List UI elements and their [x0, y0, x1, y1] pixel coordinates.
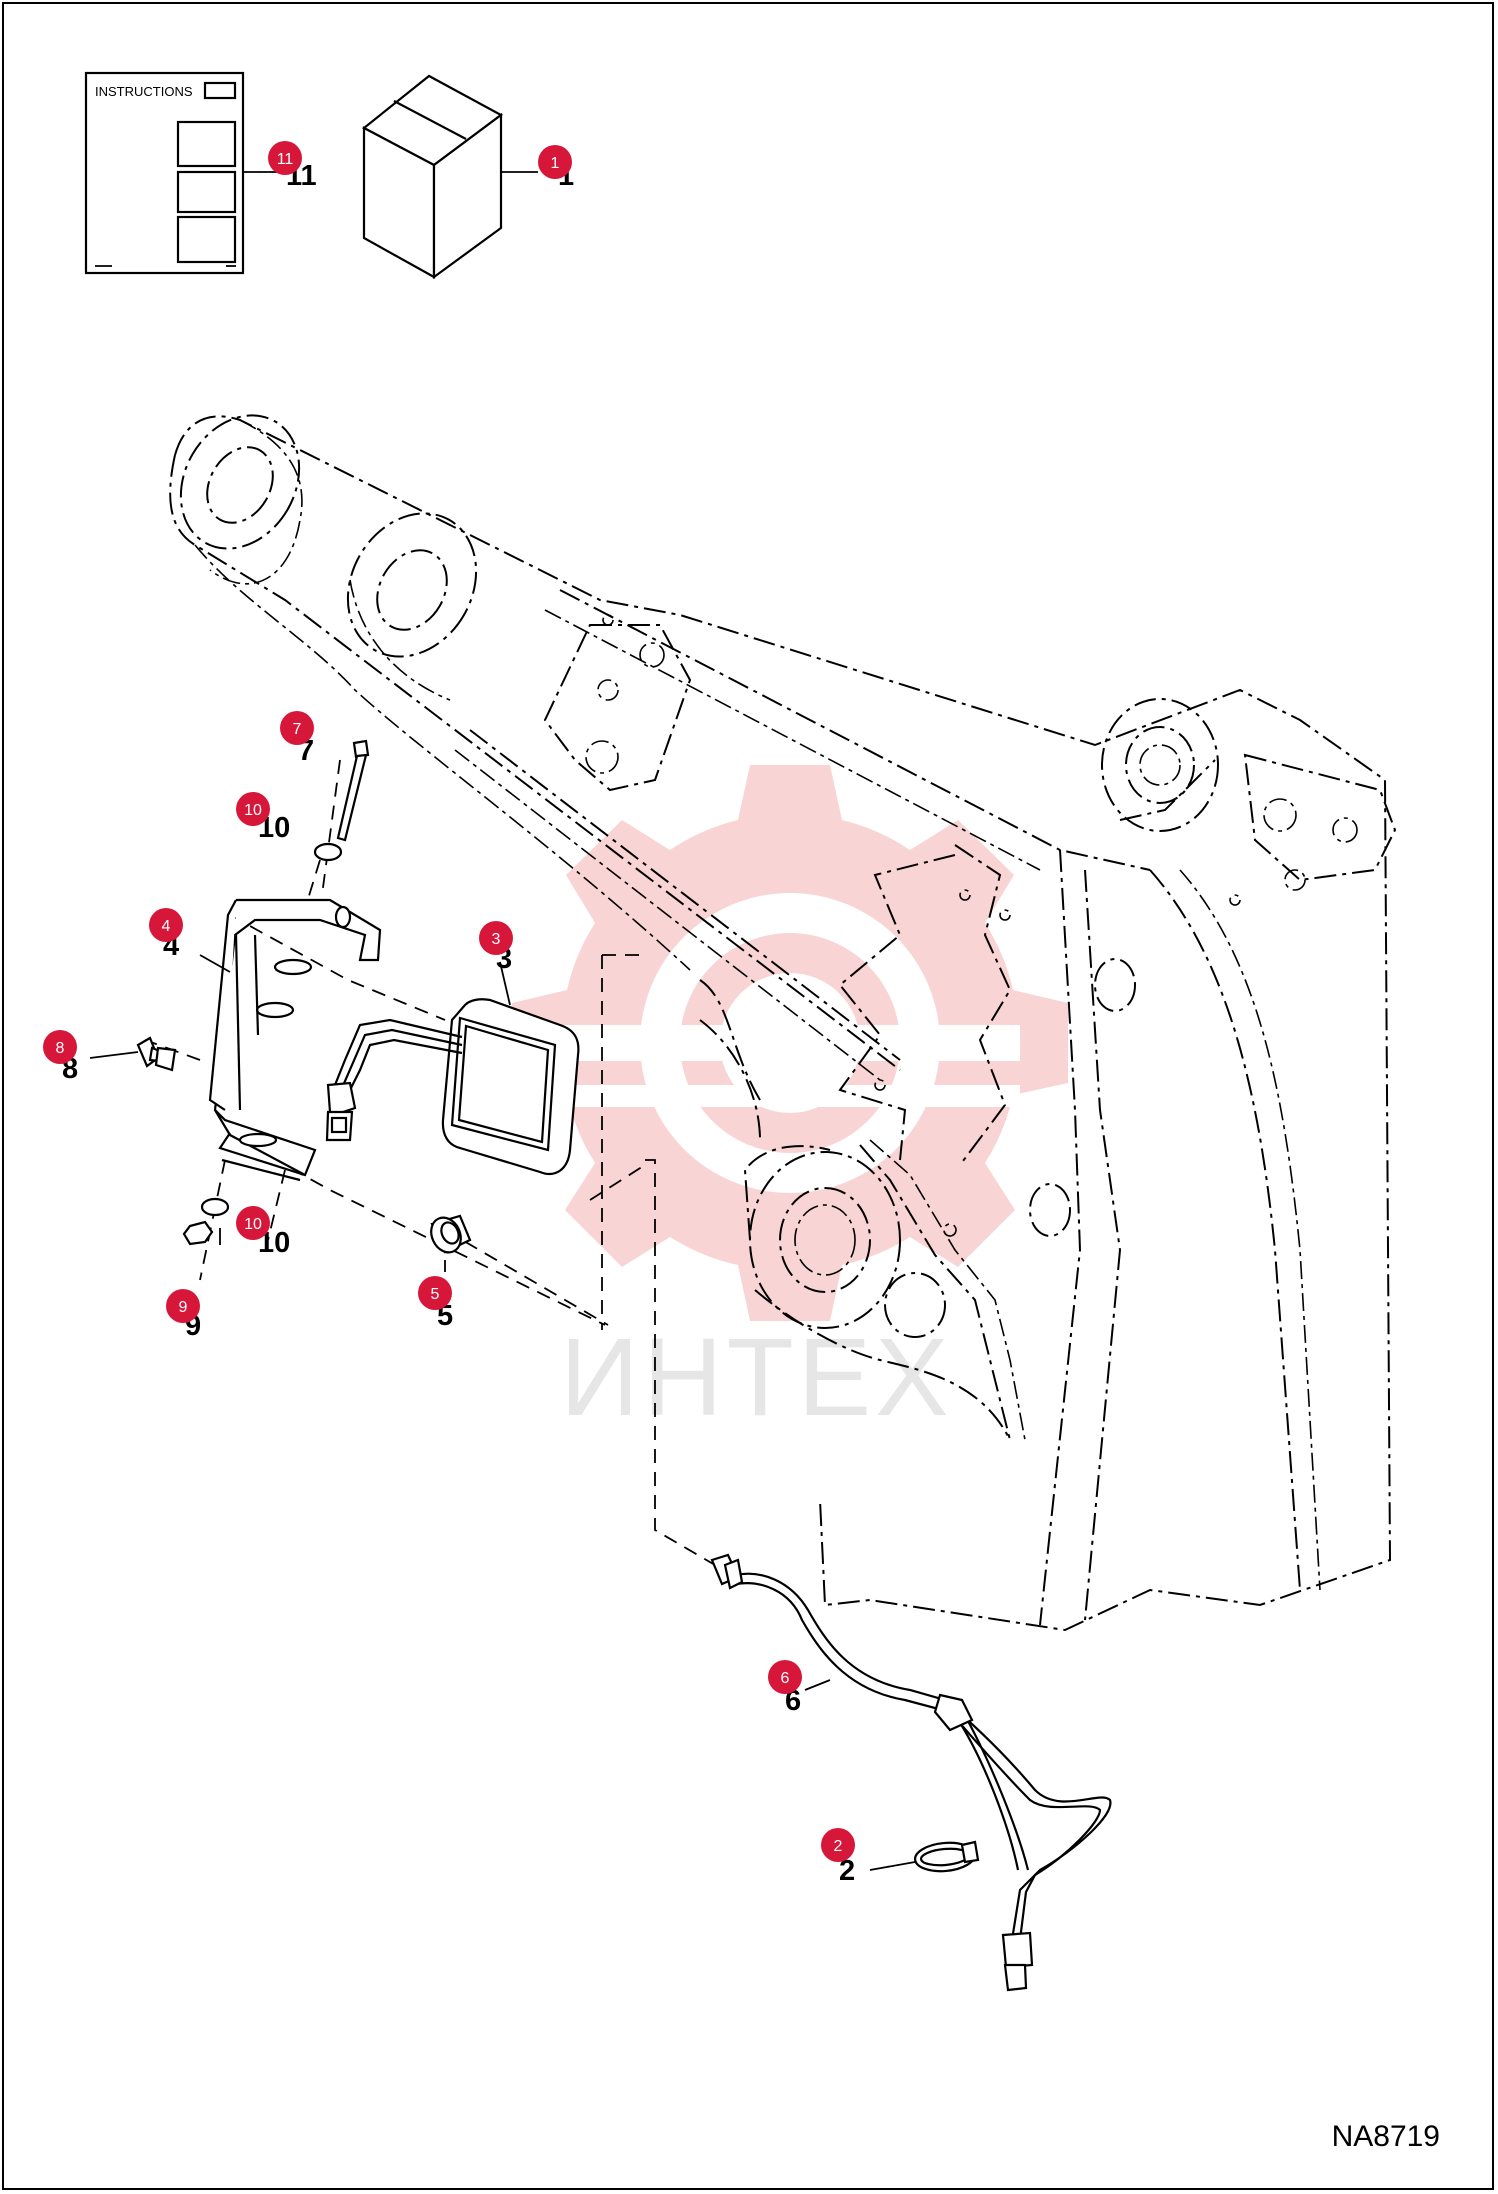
badge-4: 4	[149, 908, 183, 942]
callout-badges: 11 1 7 10 4 3 8 10	[43, 141, 855, 1862]
svg-text:4: 4	[162, 918, 171, 935]
badge-10-upper: 10	[236, 792, 270, 826]
washer-item-10-lower	[200, 1197, 230, 1217]
svg-text:2: 2	[834, 1838, 843, 1855]
svg-text:11: 11	[277, 151, 294, 168]
badge-11: 11	[268, 141, 302, 175]
svg-text:3: 3	[492, 931, 501, 948]
label-2: 2	[839, 1855, 855, 1887]
bolt-item-7	[336, 739, 370, 842]
svg-text:8: 8	[56, 1040, 65, 1057]
callout-leaders	[89, 954, 916, 1871]
badge-7: 7	[280, 711, 314, 745]
svg-text:10: 10	[244, 802, 262, 819]
svg-text:5: 5	[431, 1286, 440, 1303]
washer-item-10-upper	[313, 842, 343, 862]
drawing-id: NA8719	[1332, 2120, 1440, 2153]
kit-box-illustration	[362, 74, 504, 280]
badge-3: 3	[479, 921, 513, 955]
mounting-bracket-item-4	[208, 898, 382, 1182]
svg-text:1: 1	[551, 155, 560, 172]
badge-6: 6	[768, 1660, 802, 1694]
svg-text:6: 6	[781, 1670, 790, 1687]
badge-5: 5	[418, 1276, 452, 1310]
svg-text:7: 7	[293, 721, 302, 738]
watermark-gear-logo	[512, 765, 1068, 1321]
badge-9: 9	[166, 1289, 200, 1323]
wire-harness-item-6	[710, 1553, 1112, 1992]
nut-item-9	[182, 1220, 214, 1246]
loader-frame-phantom-outline	[169, 414, 1397, 1632]
badge-10-lower: 10	[236, 1206, 270, 1240]
instructions-heading: INSTRUCTIONS	[95, 84, 193, 99]
display-module-item-3	[325, 998, 580, 1176]
svg-text:9: 9	[179, 1299, 188, 1316]
cable-tie-item-2	[913, 1840, 980, 1873]
badge-8: 8	[43, 1030, 77, 1064]
svg-text:10: 10	[244, 1216, 262, 1233]
watermark-text: ИНТЕХ	[560, 1316, 952, 1439]
badge-1: 1	[538, 145, 572, 179]
spacer-item-5	[430, 1214, 472, 1254]
instructions-manual-illustration: INSTRUCTIONS	[84, 71, 245, 275]
bolt-item-8	[136, 1036, 177, 1072]
badge-2: 2	[821, 1828, 855, 1862]
